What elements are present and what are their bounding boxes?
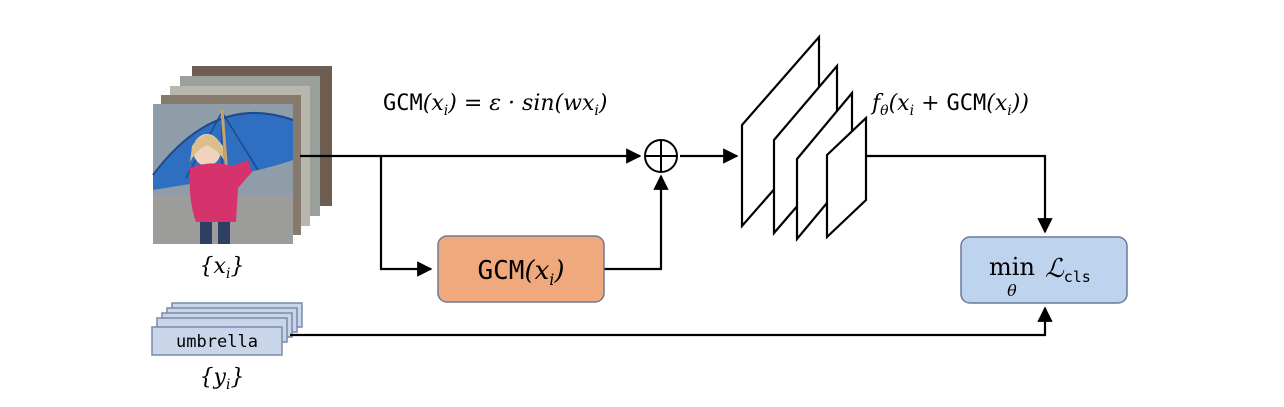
- loss-box: min θ ℒcls: [960, 236, 1128, 304]
- input-image-stack: [152, 66, 332, 244]
- out-plus: +: [914, 91, 946, 116]
- out-inner-sub: i: [1007, 103, 1011, 119]
- images-label-close: }: [230, 254, 244, 279]
- gcm-box-sub: i: [549, 270, 554, 289]
- out-arg-sub: i: [910, 103, 914, 119]
- model-output-label: fθ(xi + GCM(xi)): [870, 91, 1029, 119]
- gcm-box-open: (x: [524, 256, 549, 286]
- images-set-label: {xi}: [200, 254, 245, 282]
- out-f-sub: θ: [880, 103, 889, 119]
- arrow-labels-to-loss: [290, 306, 1053, 337]
- eq-lhs-close: ): [447, 91, 457, 116]
- front-image-girl-with-umbrella: [152, 104, 294, 244]
- out-arg-open: (x: [889, 91, 911, 116]
- gcm-module-box: GCM(xi): [437, 235, 605, 303]
- eq-lhs-arg: (x: [423, 91, 445, 116]
- eq-lhs-sub: i: [444, 103, 448, 119]
- images-label-sub: i: [226, 266, 230, 282]
- eq-rhs-close: ): [598, 91, 608, 116]
- gcm-box-label: GCM(xi): [477, 256, 564, 289]
- arrow-gcm-to-add: [604, 174, 669, 271]
- images-label-open: {x: [200, 254, 227, 279]
- labels-set-label: {yi}: [200, 365, 245, 393]
- connectors: [290, 148, 1053, 337]
- loss-script-l: ℒ: [1045, 254, 1065, 284]
- out-inner-open: (x: [986, 91, 1008, 116]
- gcm-definition-equation: GCM(xi) = ε · sin(wxi): [383, 91, 607, 119]
- gcm-box-name: GCM: [477, 256, 524, 286]
- loss-min-label: min: [989, 253, 1035, 281]
- eq-rhs: = ε · sin(wx: [457, 91, 595, 116]
- network-layer-4: [825, 115, 868, 240]
- gcm-box-close: ): [553, 256, 564, 286]
- loss-symbol-label: ℒcls: [1045, 254, 1091, 286]
- add-operator-node: [644, 139, 678, 173]
- loss-cls-sub: cls: [1064, 268, 1091, 286]
- eq-gcm-name: GCM: [383, 91, 423, 116]
- labels-label-sub: i: [226, 377, 230, 393]
- labels-label-close: }: [230, 365, 244, 390]
- loss-min-subscript: θ: [1007, 281, 1017, 300]
- arrow-network-to-loss: [847, 154, 1053, 234]
- labels-label-open: {y: [200, 365, 227, 390]
- label-card-stack: umbrella: [151, 302, 303, 356]
- label-card-front: [151, 326, 283, 356]
- label-word-umbrella: umbrella: [176, 332, 258, 352]
- out-gcm: GCM: [947, 91, 987, 116]
- eq-rhs-sub: i: [594, 103, 598, 119]
- arrow-image-to-gcm: [379, 156, 433, 277]
- out-close: )): [1011, 91, 1029, 116]
- network-layers: [740, 34, 868, 243]
